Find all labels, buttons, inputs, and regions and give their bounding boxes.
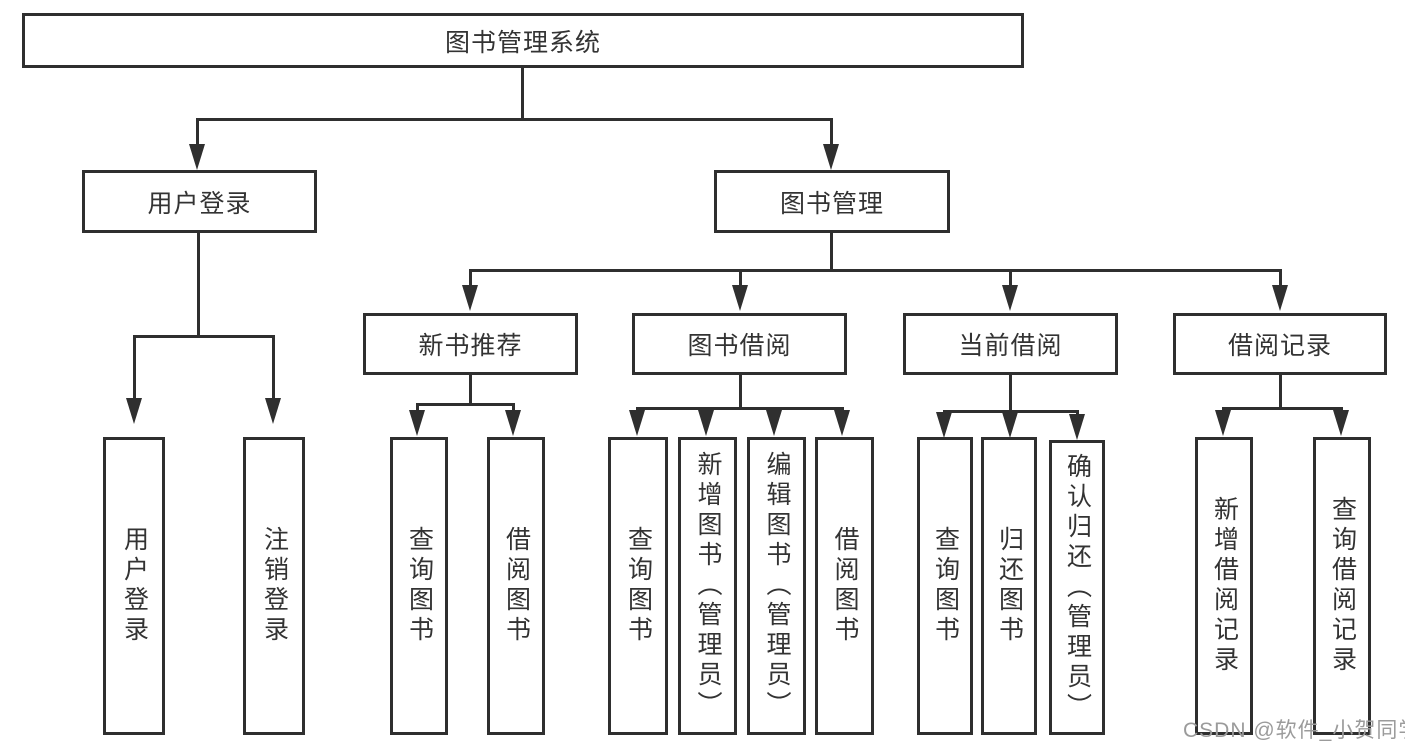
arrow-down-icon <box>126 398 142 424</box>
csdn-watermark: CSDN @软件_小贺同学 <box>1183 719 1405 742</box>
leaf-edit-books-admin: 编辑图书（管理员） <box>747 437 806 735</box>
leaf-add-borrow-record: 新增借阅记录 <box>1195 437 1253 735</box>
arrow-down-icon <box>698 410 714 436</box>
leaf-query-books-current: 查询图书 <box>917 437 973 735</box>
leaf-confirm-return-admin: 确认归还（管理员） <box>1049 440 1105 735</box>
leaf-logout: 注销登录 <box>243 437 305 735</box>
node-label: 用户登录 <box>147 189 252 218</box>
node-book-borrowing: 图书借阅 <box>632 313 847 375</box>
connector-arrow-shaft <box>196 118 199 148</box>
arrow-down-icon <box>1215 410 1231 436</box>
arrow-down-icon <box>1002 412 1018 438</box>
connector-arrow-shaft <box>1279 269 1282 287</box>
node-label: 新增图书（管理员） <box>694 451 722 721</box>
node-label: 编辑图书（管理员） <box>763 451 791 721</box>
arrow-down-icon <box>1272 285 1288 311</box>
arrow-down-icon <box>766 410 782 436</box>
node-label: 新增借阅记录 <box>1210 496 1239 676</box>
node-current-borrowing: 当前借阅 <box>903 313 1118 375</box>
node-label: 确认归还（管理员） <box>1063 452 1092 723</box>
connector-split <box>1222 407 1342 410</box>
leaf-borrow-books: 借阅图书 <box>815 437 874 735</box>
node-label: 用户登录 <box>120 526 149 646</box>
connector-arrow-shaft <box>512 403 515 413</box>
node-label: 借阅图书 <box>831 526 859 646</box>
connector-split <box>416 403 515 406</box>
node-library-management-system: 图书管理系统 <box>22 13 1024 68</box>
arrow-down-icon <box>823 144 839 170</box>
node-label: 图书管理系统 <box>444 28 601 57</box>
node-label: 查询图书 <box>624 526 653 646</box>
connector-stem <box>469 373 472 403</box>
leaf-query-books-borrow: 查询图书 <box>608 437 668 735</box>
connector-stem <box>739 373 742 407</box>
connector-arrow-shaft <box>272 335 275 400</box>
arrow-down-icon <box>1002 285 1018 311</box>
node-label: 新书推荐 <box>418 332 523 360</box>
leaf-query-borrow-record: 查询借阅记录 <box>1313 437 1371 735</box>
connector-arrow-shaft <box>416 403 419 413</box>
connector-book-mgmt-split <box>469 269 1282 272</box>
arrow-down-icon <box>189 144 205 170</box>
arrow-down-icon <box>265 398 281 424</box>
leaf-query-books-recommend: 查询图书 <box>390 437 448 735</box>
node-label: 借阅图书 <box>502 526 531 646</box>
arrow-down-icon <box>1069 414 1085 440</box>
node-label: 注销登录 <box>260 526 289 646</box>
connector-arrow-shaft <box>739 269 742 287</box>
arrow-down-icon <box>834 410 850 436</box>
arrow-down-icon <box>409 410 425 436</box>
node-label: 借阅记录 <box>1227 332 1332 360</box>
node-new-book-recommendation: 新书推荐 <box>363 313 578 375</box>
node-label: 查询图书 <box>405 526 434 646</box>
node-user-login: 用户登录 <box>82 170 317 233</box>
arrow-down-icon <box>732 285 748 311</box>
connector-arrow-shaft <box>133 335 136 400</box>
connector-book-mgmt-stem <box>830 231 833 269</box>
connector-arrow-shaft <box>1076 410 1079 415</box>
node-book-management: 图书管理 <box>714 170 950 233</box>
connector-stem <box>1279 373 1282 407</box>
node-label: 当前借阅 <box>958 332 1063 360</box>
leaf-return-books: 归还图书 <box>981 437 1037 735</box>
connector-arrow-shaft <box>1009 269 1012 287</box>
connector-arrow-shaft <box>830 118 833 148</box>
node-label: 归还图书 <box>995 526 1024 646</box>
arrow-down-icon <box>505 410 521 436</box>
arrow-down-icon <box>462 285 478 311</box>
connector-stem <box>1009 373 1012 410</box>
arrow-down-icon <box>629 410 645 436</box>
arrow-down-icon <box>936 412 952 438</box>
node-borrowing-records: 借阅记录 <box>1173 313 1387 375</box>
node-label: 图书借阅 <box>687 332 792 360</box>
leaf-add-books-admin: 新增图书（管理员） <box>678 437 737 735</box>
arrow-down-icon <box>1333 410 1349 436</box>
connector-split <box>636 407 844 410</box>
leaf-user-login: 用户登录 <box>103 437 165 735</box>
connector-root-stem <box>521 66 524 118</box>
node-label: 查询借阅记录 <box>1328 496 1357 676</box>
connector-user-login-stem <box>197 231 200 335</box>
node-label: 图书管理 <box>779 189 884 218</box>
leaf-borrow-books-recommend: 借阅图书 <box>487 437 545 735</box>
connector-arrow-shaft <box>469 269 472 287</box>
node-label: 查询图书 <box>931 526 960 646</box>
connector-user-login-split <box>133 335 275 338</box>
connector-root-split <box>196 118 833 121</box>
